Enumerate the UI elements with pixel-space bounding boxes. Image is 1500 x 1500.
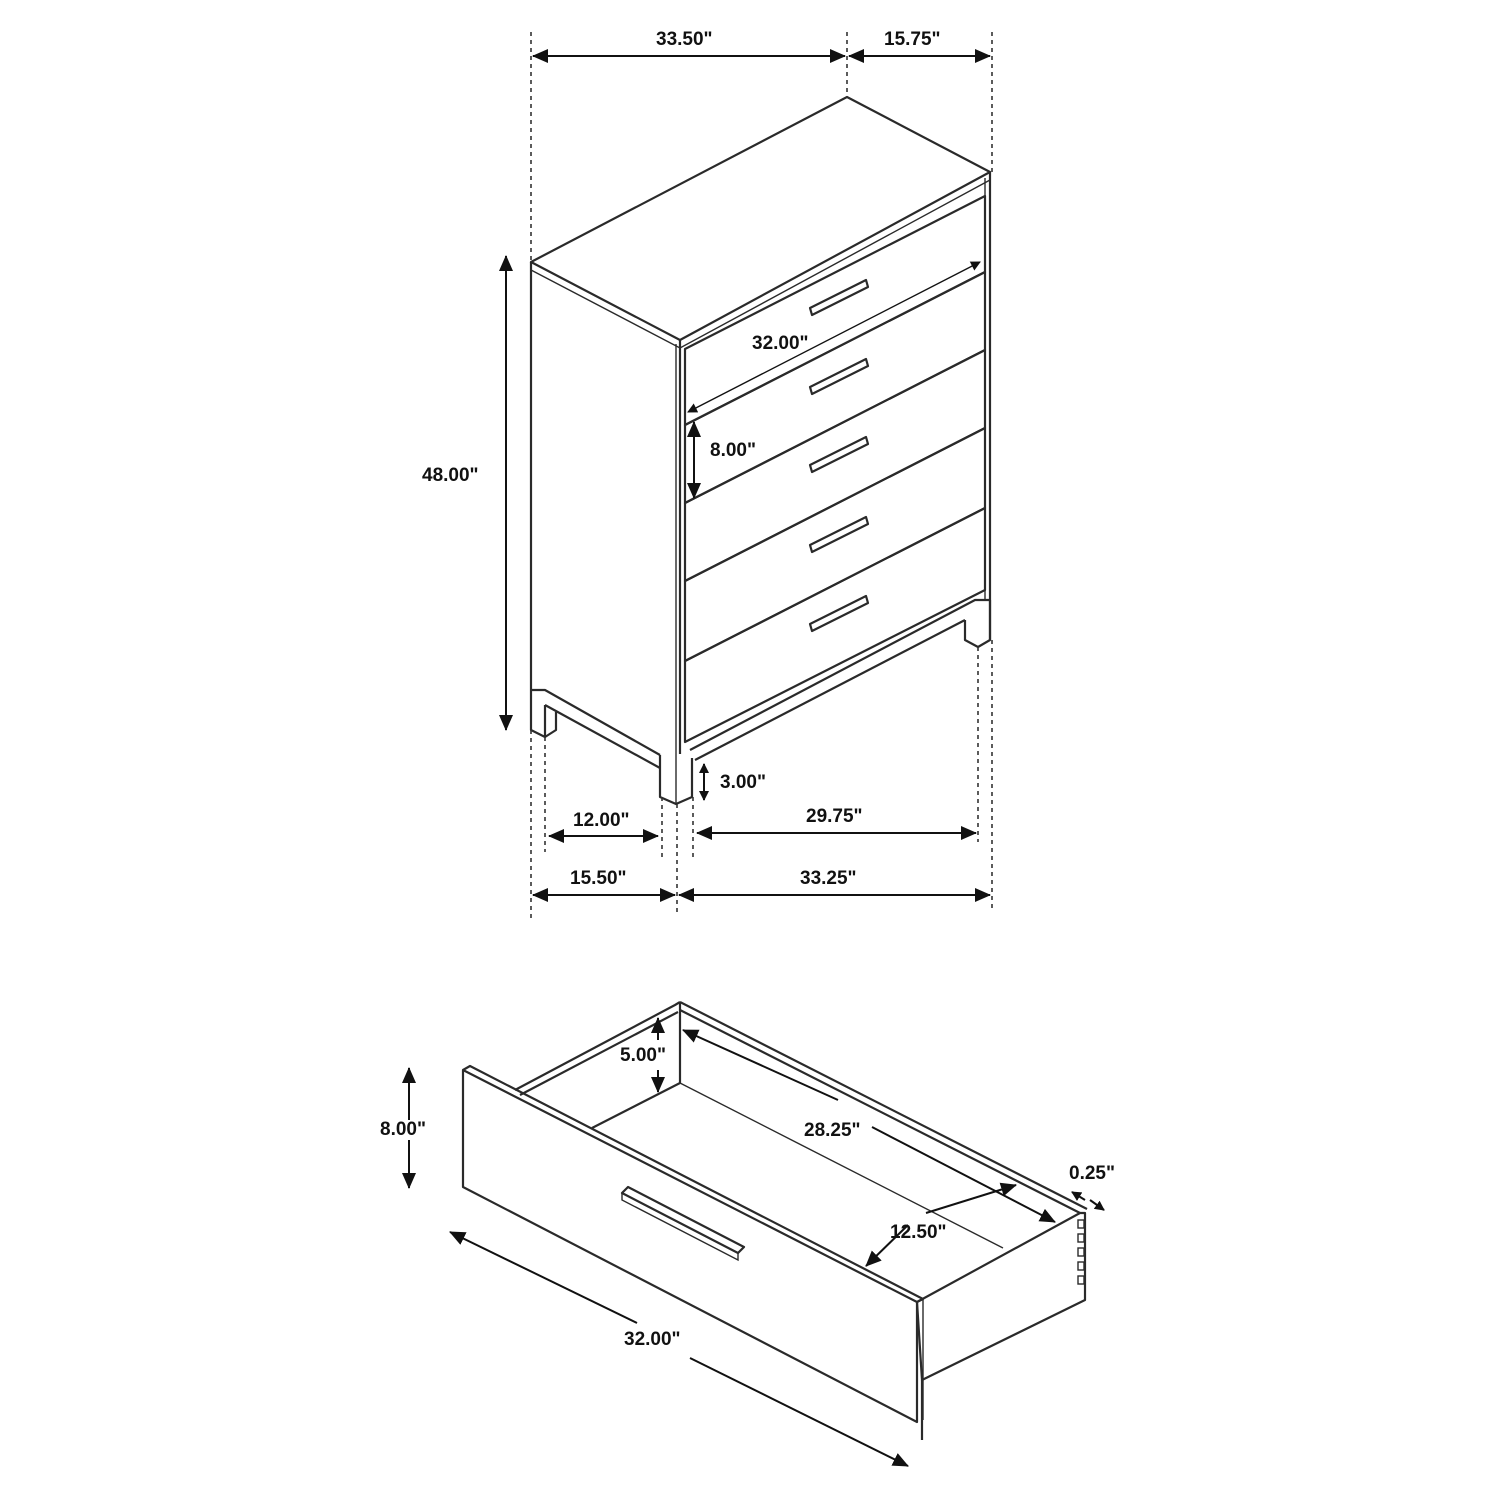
dim-drawer-height: 8.00" <box>380 1119 426 1140</box>
dovetail-joints <box>1077 1219 1085 1285</box>
drawer-handles <box>808 278 870 633</box>
dim-drawer-front-height: 8.00" <box>710 440 756 461</box>
dim-overall-width: 33.50" <box>656 29 713 50</box>
dim-base-width: 33.25" <box>800 868 857 889</box>
chest-drawing <box>529 95 992 806</box>
dim-overall-height: 48.00" <box>422 465 479 486</box>
dim-drawer-front-width: 32.00" <box>752 333 809 354</box>
dim-base-depth: 15.50" <box>570 868 627 889</box>
drawer-dimension-arrows <box>402 1017 1105 1467</box>
dim-drawer-inner-length: 28.25" <box>804 1120 861 1141</box>
dim-leg-inner-depth: 12.00" <box>573 810 630 831</box>
dim-overall-depth: 15.75" <box>884 29 941 50</box>
extension-lines <box>530 32 993 918</box>
dim-side-thickness: 0.25" <box>1069 1163 1115 1184</box>
dim-leg-height: 3.00" <box>720 772 766 793</box>
dim-drawer-inner-width: 12.50" <box>890 1222 947 1243</box>
dim-drawer-inner-height: 5.00" <box>620 1045 666 1066</box>
drawer-drawing <box>461 1001 1088 1440</box>
dim-leg-inner-width: 29.75" <box>806 806 863 827</box>
dim-drawer-front-length: 32.00" <box>624 1329 681 1350</box>
chest-dimension-arrows <box>499 49 991 902</box>
